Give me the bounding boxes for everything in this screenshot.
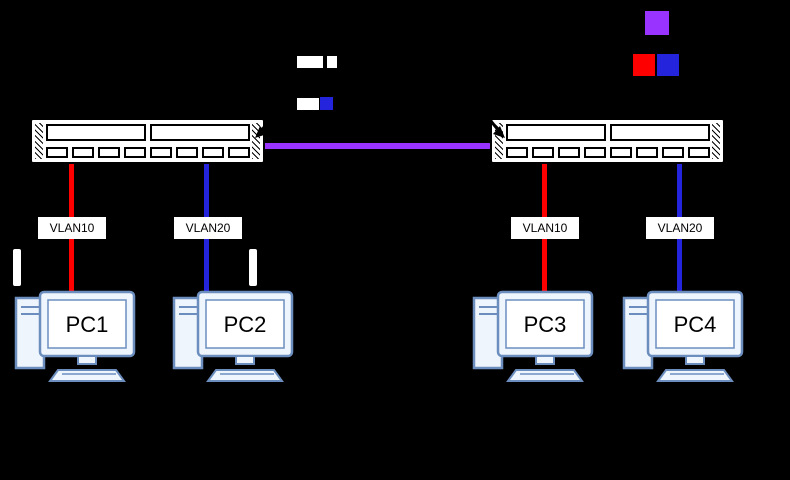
pc-label: PC3 — [524, 312, 567, 337]
port-bank — [506, 124, 606, 158]
switch-vent — [495, 123, 503, 159]
untagged-frame-icon — [327, 56, 337, 68]
trunk-port-arrow-right — [484, 114, 505, 138]
pc2-icon: PC2 — [172, 290, 294, 382]
port — [202, 147, 224, 158]
tagged-frame-icon — [297, 98, 319, 110]
port — [688, 147, 710, 158]
pc4-icon: PC4 — [622, 290, 744, 382]
pc3-icon: PC3 — [472, 290, 594, 382]
switch-vent — [252, 123, 260, 159]
port — [124, 147, 146, 158]
switch-left — [30, 118, 265, 164]
port — [558, 147, 580, 158]
port-bank — [46, 124, 146, 158]
legend-vlan20-swatch — [657, 54, 679, 76]
vlan-label-pc4: VLAN20 — [646, 217, 714, 239]
port — [150, 147, 172, 158]
module-panel — [610, 124, 710, 141]
port — [636, 147, 658, 158]
pc-label: PC4 — [674, 312, 717, 337]
port — [72, 147, 94, 158]
vlan-tag-square — [320, 97, 333, 110]
legend-vlan10-swatch — [633, 54, 655, 76]
pc-label: PC1 — [66, 312, 109, 337]
switch-vent — [712, 123, 720, 159]
marker-bar-right — [249, 249, 257, 286]
marker-bar-left — [13, 249, 21, 286]
vlan-label-pc3: VLAN10 — [511, 217, 579, 239]
port — [98, 147, 120, 158]
port-bank — [150, 124, 250, 158]
port — [584, 147, 606, 158]
vlan-label-pc1: VLAN10 — [38, 217, 106, 239]
port — [46, 147, 68, 158]
port — [532, 147, 554, 158]
switch-vent — [35, 123, 43, 159]
switch-right — [490, 118, 725, 164]
port-bank — [610, 124, 710, 158]
module-panel — [506, 124, 606, 141]
module-panel — [46, 124, 146, 141]
port — [662, 147, 684, 158]
port — [506, 147, 528, 158]
untagged-frame-icon — [297, 56, 323, 68]
module-panel — [150, 124, 250, 141]
port — [228, 147, 250, 158]
pc1-icon: PC1 — [14, 290, 136, 382]
port — [176, 147, 198, 158]
vlan-label-pc2: VLAN20 — [174, 217, 242, 239]
port — [610, 147, 632, 158]
legend-trunk-swatch — [645, 11, 669, 35]
trunk-link — [262, 143, 492, 149]
trunk-port-arrow-left — [255, 114, 276, 138]
pc-label: PC2 — [224, 312, 267, 337]
